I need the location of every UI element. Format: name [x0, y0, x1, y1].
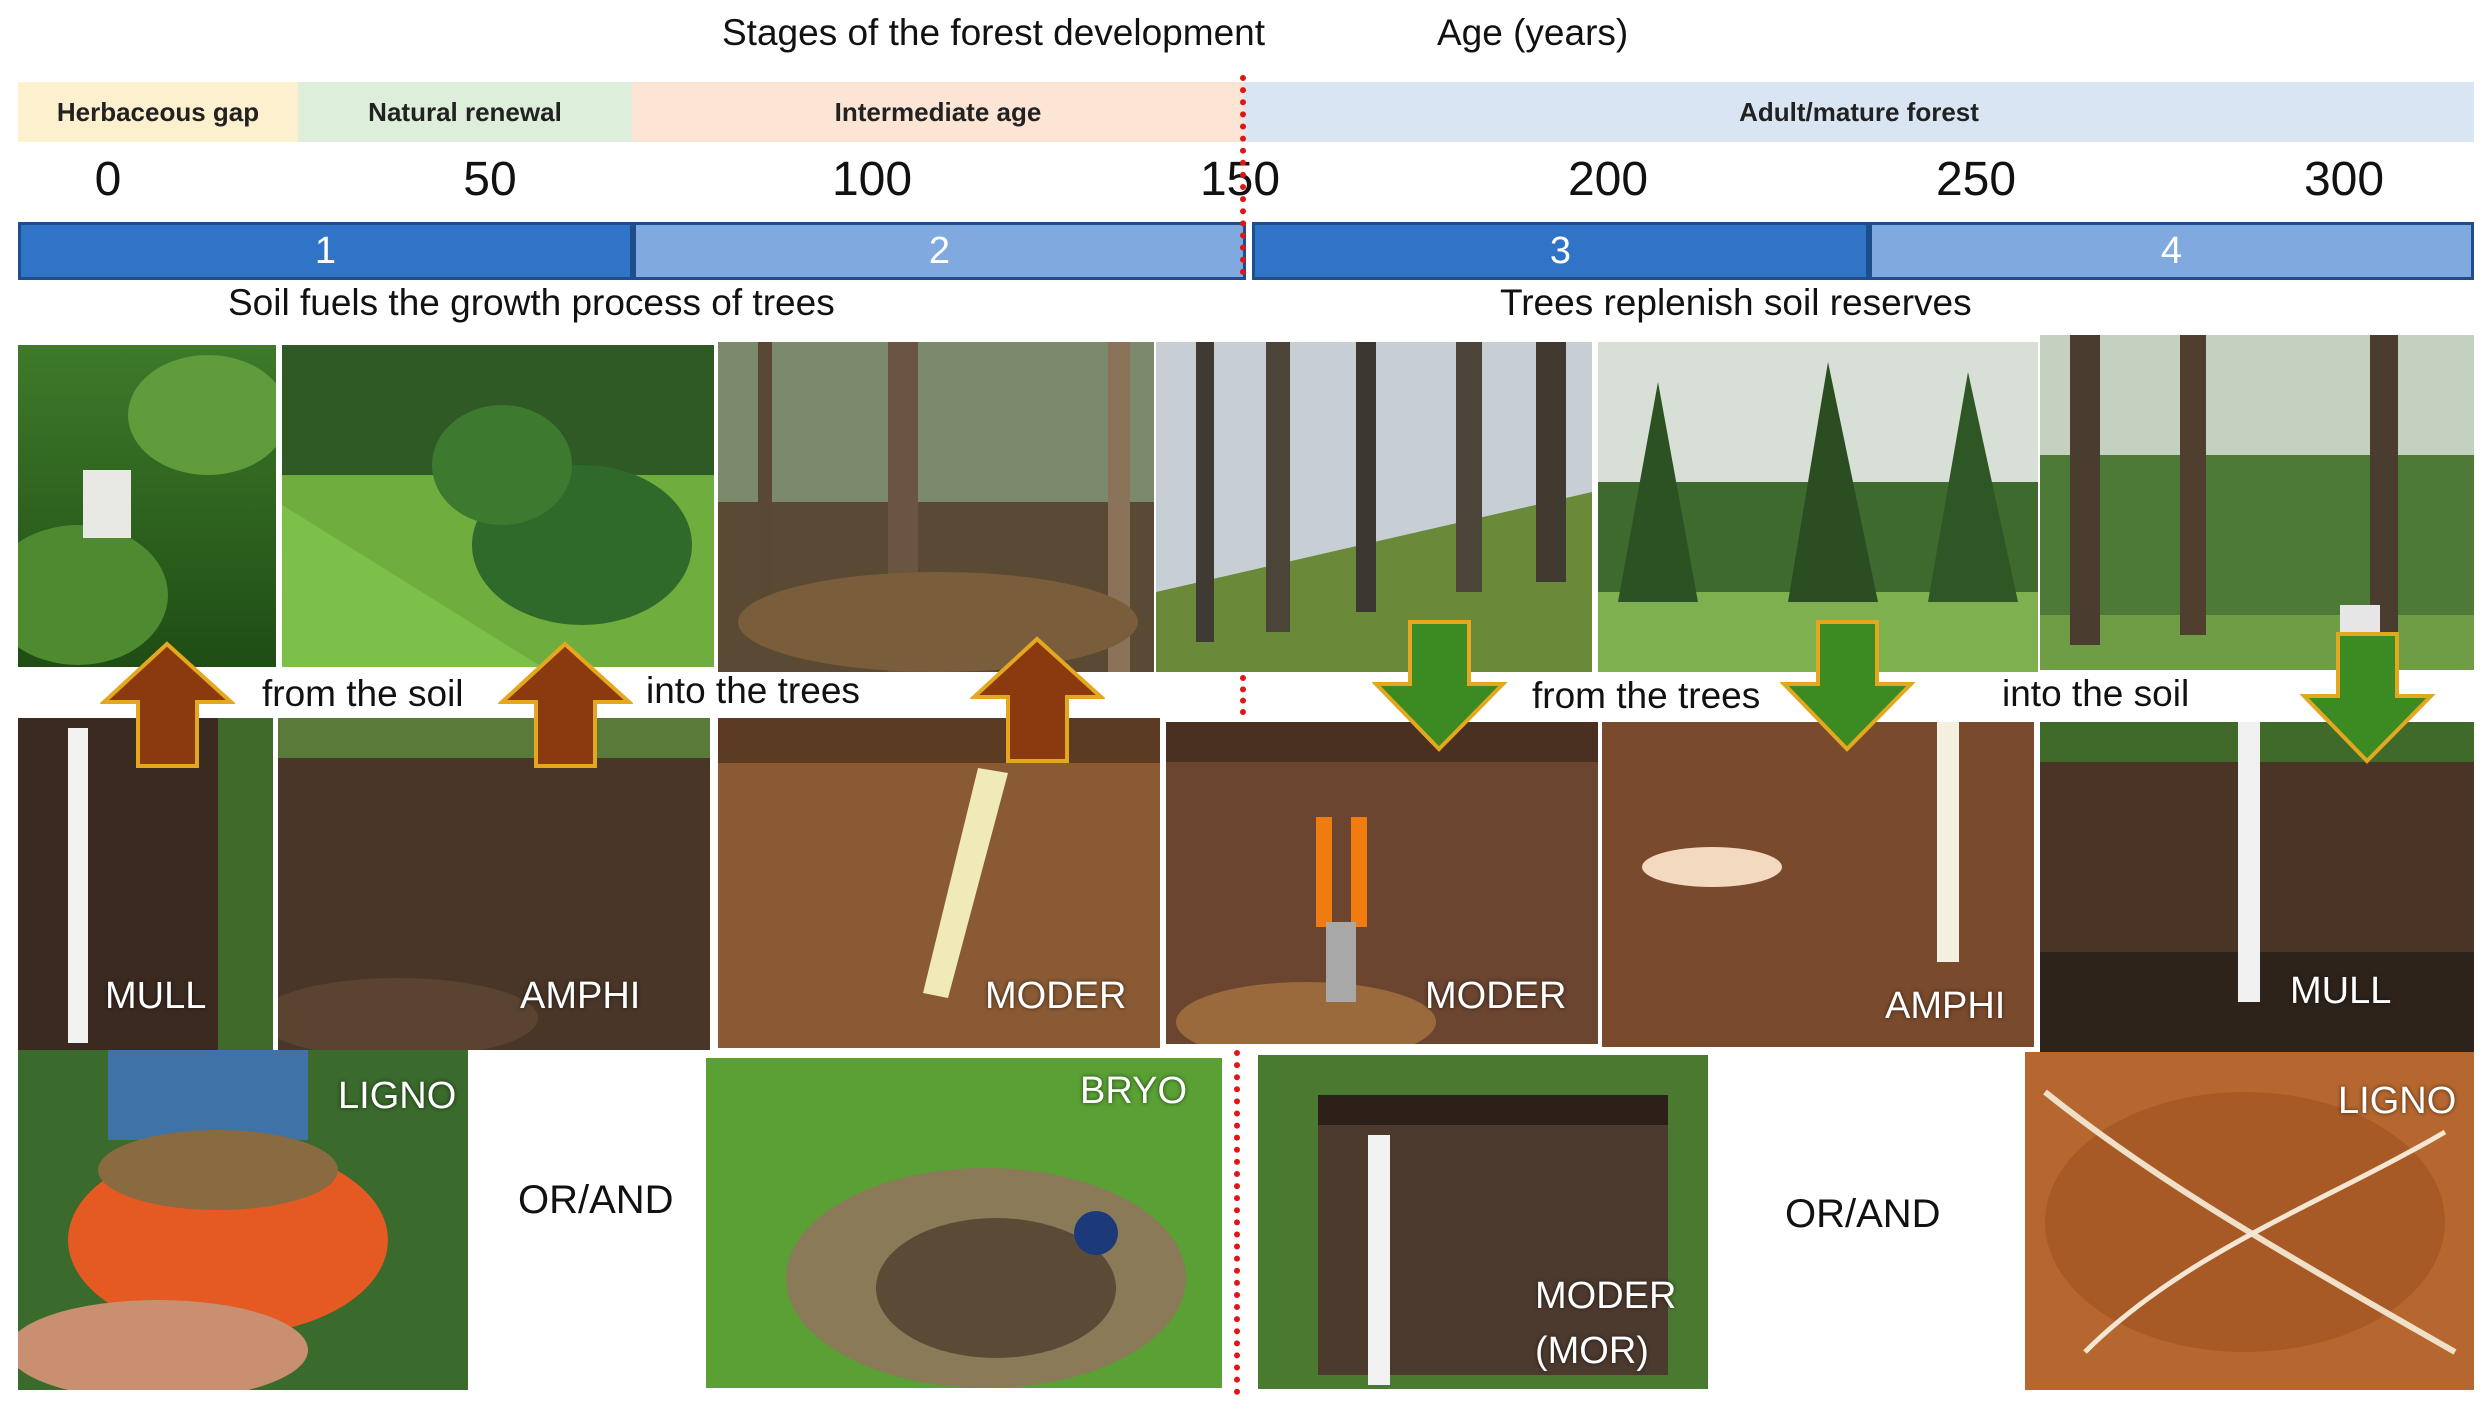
divider-line-bottom — [1234, 1050, 1240, 1395]
photo-soil-mull-1 — [18, 718, 273, 1050]
phase-number: 1 — [314, 229, 337, 272]
label-ligno-1: LIGNO — [338, 1075, 457, 1117]
label-bryo: BRYO — [1080, 1070, 1188, 1112]
stage-label: Intermediate age — [834, 96, 1042, 127]
phase-band-3: 3 — [1252, 222, 1869, 280]
photo-soil-moder-2 — [1166, 722, 1598, 1044]
label-ligno-2: LIGNO — [2338, 1080, 2457, 1122]
phase-number: 4 — [2160, 229, 2183, 272]
photo-adult-forest — [2040, 335, 2474, 670]
or-and-right: OR/AND — [1785, 1192, 1941, 1236]
label-into-the-trees: into the trees — [646, 670, 860, 711]
age-title: Age (years) — [1437, 12, 1629, 53]
photo-mature-forest-slope — [1156, 342, 1592, 672]
age-tick: 100 — [831, 153, 913, 206]
arrow-down-icon — [1780, 618, 1915, 753]
label-moder-mor-2: (MOR) — [1535, 1330, 1649, 1372]
photo-soil-mull-2 — [2040, 722, 2474, 1052]
phase-number: 3 — [1549, 229, 1572, 272]
divider-line-top — [1240, 75, 1246, 275]
arrow-down-icon — [2300, 630, 2435, 765]
photo-bryo — [706, 1058, 1222, 1388]
stage-label: Adult/mature forest — [1739, 96, 1979, 127]
arrow-down-icon — [1372, 618, 1507, 753]
caption-trees-replenish-soil: Trees replenish soil reserves — [1500, 282, 1972, 323]
photo-mature-forest-clearing — [1598, 342, 2038, 672]
label-into-the-soil: into the soil — [2002, 673, 2190, 714]
photo-intermediate-forest — [718, 342, 1154, 672]
label-moder-mor-1: MODER — [1535, 1275, 1677, 1317]
phase-band-2: 2 — [633, 222, 1246, 280]
divider-line-middle — [1240, 675, 1246, 715]
age-tick: 200 — [1567, 153, 1649, 206]
stages-title: Stages of the forest development — [722, 12, 1266, 53]
photo-ligno-2 — [2025, 1052, 2474, 1390]
photo-soil-moder-1 — [718, 718, 1160, 1048]
or-and-left: OR/AND — [518, 1178, 674, 1222]
age-tick: 50 — [463, 153, 517, 206]
photo-natural-renewal — [282, 345, 714, 667]
label-moder-1: MODER — [985, 975, 1127, 1017]
age-tick: 250 — [1935, 153, 2017, 206]
arrow-up-icon — [100, 640, 235, 770]
caption-soil-fuels-trees: Soil fuels the growth process of trees — [228, 282, 835, 323]
phase-number: 2 — [928, 229, 951, 272]
age-tick: 300 — [2303, 153, 2385, 206]
photo-herbaceous-gap — [18, 345, 276, 667]
phase-band-4: 4 — [1869, 222, 2474, 280]
label-from-the-soil: from the soil — [262, 673, 464, 714]
photo-ligno-1 — [18, 1050, 468, 1390]
label-moder-2: MODER — [1425, 975, 1567, 1017]
label-mull-1: MULL — [105, 975, 207, 1017]
stage-natural-renewal: Natural renewal — [298, 82, 632, 142]
label-amphi-2: AMPHI — [1885, 985, 2006, 1027]
label-from-the-trees: from the trees — [1532, 675, 1761, 716]
label-mull-2: MULL — [2290, 970, 2392, 1012]
stage-label: Natural renewal — [368, 96, 562, 127]
photo-soil-amphi-1 — [278, 718, 710, 1050]
stage-label: Herbaceous gap — [56, 96, 260, 127]
arrow-up-icon — [498, 640, 633, 770]
age-tick: 0 — [94, 153, 122, 206]
arrow-up-icon — [970, 635, 1105, 765]
stage-herbaceous-gap: Herbaceous gap — [18, 82, 298, 142]
phase-band-1: 1 — [18, 222, 633, 280]
stage-intermediate-age: Intermediate age — [632, 82, 1244, 142]
photo-moder-mor — [1258, 1055, 1708, 1389]
label-amphi-1: AMPHI — [520, 975, 641, 1017]
photo-soil-amphi-2 — [1602, 722, 2034, 1047]
stage-adult-mature-forest: Adult/mature forest — [1244, 82, 2474, 142]
